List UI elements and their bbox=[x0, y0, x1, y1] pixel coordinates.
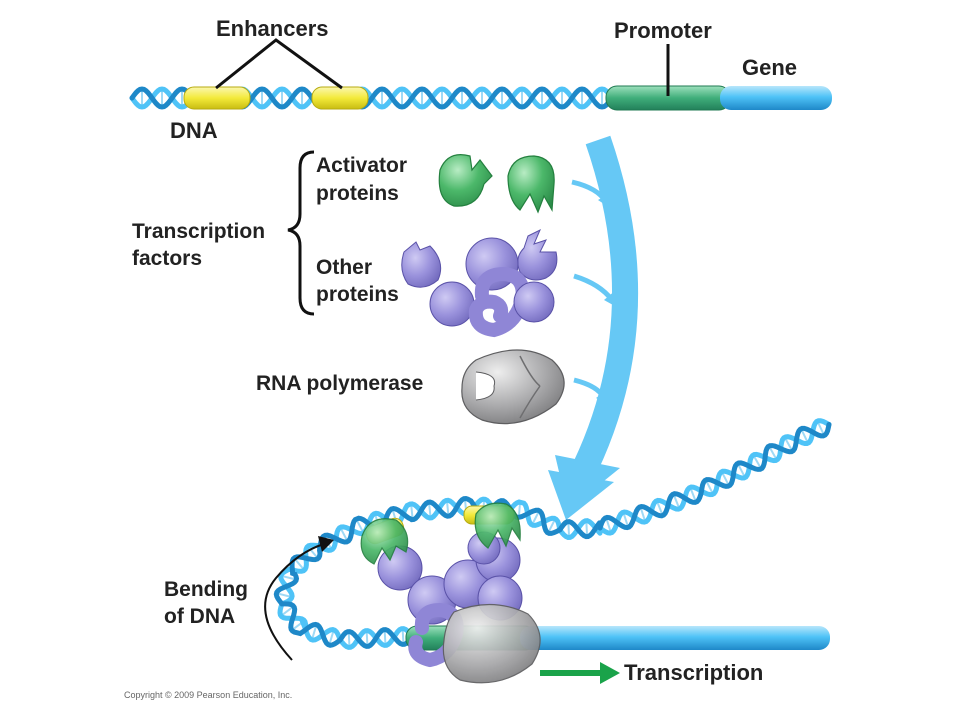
base-pair-rung bbox=[585, 520, 589, 537]
base-pair-rung bbox=[768, 445, 778, 461]
base-pair-rung bbox=[547, 518, 557, 534]
base-pair-rung bbox=[704, 479, 714, 495]
other-proteins-cluster bbox=[401, 228, 558, 338]
curly-brace bbox=[287, 150, 315, 316]
gene-segment bbox=[720, 86, 832, 110]
other-protein-small bbox=[401, 241, 442, 288]
base-pair-rung bbox=[689, 486, 698, 503]
base-pair-rung bbox=[428, 501, 432, 519]
base-pair-rung bbox=[328, 629, 335, 646]
dna-top-strand bbox=[129, 85, 832, 111]
base-pair-rung bbox=[306, 545, 319, 560]
base-pair-rung bbox=[720, 471, 730, 487]
gene-label: Gene bbox=[742, 55, 797, 80]
base-pair-rung bbox=[365, 630, 369, 647]
other-protein-notched bbox=[517, 228, 558, 281]
base-pair-rung bbox=[672, 493, 681, 510]
bound-protein-complex bbox=[360, 502, 541, 684]
base-pair-rung bbox=[276, 592, 293, 599]
transcription-arrow bbox=[540, 662, 620, 684]
bottom-gene-segment bbox=[520, 626, 830, 650]
base-pair-rung bbox=[605, 517, 612, 534]
other-protein-round-3 bbox=[513, 281, 555, 323]
activator-proteins-label: Activator proteins bbox=[316, 154, 413, 205]
enhancers-label: Enhancers bbox=[216, 16, 329, 41]
enhancer-pointer-lines bbox=[215, 38, 343, 90]
transcription-factors-label: Transcription factors bbox=[132, 220, 271, 270]
activator-protein-1 bbox=[438, 154, 493, 207]
base-pair-rung bbox=[401, 628, 405, 645]
promoter-label: Promoter bbox=[614, 18, 712, 43]
activator-protein-2 bbox=[507, 155, 555, 214]
base-pair-rung bbox=[383, 629, 387, 646]
base-pair-rung bbox=[567, 521, 571, 538]
small-arrow-activators bbox=[571, 179, 616, 212]
other-protein-coil bbox=[468, 266, 530, 338]
other-protein-round-2 bbox=[429, 281, 475, 327]
other-proteins-label: Other proteins bbox=[316, 256, 399, 306]
base-pair-rung bbox=[655, 500, 664, 516]
small-arrow-polymerase bbox=[573, 377, 614, 408]
transcription-label: Transcription bbox=[624, 660, 763, 685]
base-pair-rung bbox=[445, 500, 450, 517]
base-pair-rung bbox=[347, 631, 351, 648]
bending-arrow bbox=[264, 536, 334, 661]
enhancer-segment-2 bbox=[311, 86, 369, 110]
base-pair-rung bbox=[622, 511, 630, 528]
base-pair-rung bbox=[310, 624, 318, 641]
base-pair-rung bbox=[816, 420, 826, 436]
base-pair-rung bbox=[280, 574, 297, 581]
base-pair-rung bbox=[280, 605, 295, 617]
enhancer-segment-1 bbox=[183, 86, 251, 110]
copyright-text: Copyright © 2009 Pearson Education, Inc. bbox=[124, 690, 292, 700]
dna-label: DNA bbox=[170, 118, 218, 143]
helix-strand-a bbox=[277, 496, 603, 650]
base-pair-rung bbox=[752, 454, 763, 470]
helix-strand-b bbox=[597, 422, 832, 531]
small-arrow-other-proteins bbox=[573, 273, 622, 310]
big-curved-arrow bbox=[548, 135, 639, 520]
rna-polymerase bbox=[461, 349, 565, 425]
base-pair-rung bbox=[639, 506, 647, 523]
bending-of-dna-label: Bending of DNA bbox=[164, 578, 254, 628]
bent-dna-loop bbox=[273, 418, 832, 650]
rna-polymerase-label: RNA polymerase bbox=[256, 372, 423, 395]
